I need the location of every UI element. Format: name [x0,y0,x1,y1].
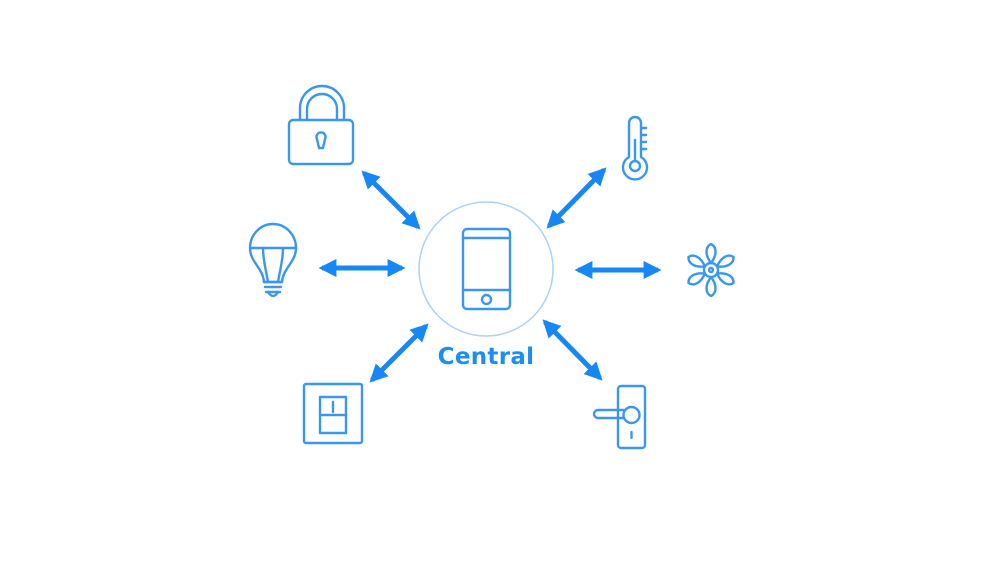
door-handle-icon [592,384,647,450]
arrow-door-handle [542,319,603,381]
fan-icon [687,242,735,298]
padlock-icon [287,84,355,166]
arrow-switch [369,323,429,383]
light-switch-icon [302,382,364,445]
arrows [318,167,662,383]
central-circle [418,201,554,337]
arrow-lock [361,170,421,230]
central-label: Central [437,344,535,370]
smartphone-icon [461,227,512,311]
arrow-thermometer [546,167,607,229]
thermometer-icon [621,115,649,181]
light-bulb-icon [248,222,298,298]
